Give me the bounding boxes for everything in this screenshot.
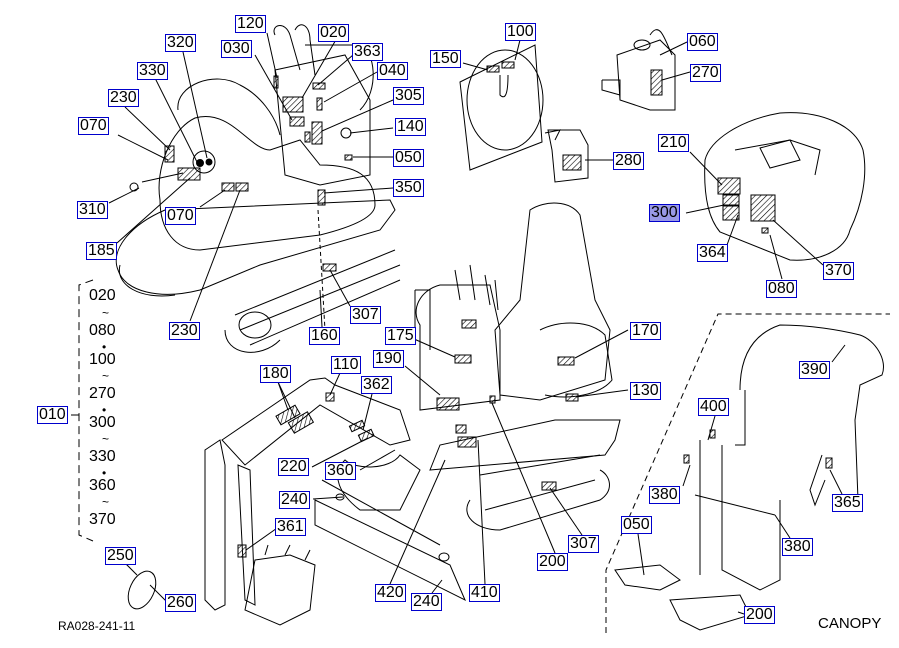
callout-370[interactable]: 370: [823, 262, 854, 280]
callout-160[interactable]: 160: [309, 327, 340, 345]
callout-050[interactable]: 050: [393, 149, 424, 167]
callout-410[interactable]: 410: [469, 584, 500, 602]
callout-270[interactable]: 270: [690, 64, 721, 82]
callout-420[interactable]: 420: [375, 584, 406, 602]
range-item: 270: [89, 385, 116, 402]
callout-361[interactable]: 361: [275, 518, 306, 536]
range-end: 370: [89, 511, 116, 528]
callout-320[interactable]: 320: [165, 34, 196, 52]
callout-080[interactable]: 080: [766, 280, 797, 298]
fan-shroud-part: [459, 39, 544, 171]
callout-380-lower[interactable]: 380: [782, 538, 813, 556]
callout-280[interactable]: 280: [613, 152, 644, 170]
callout-100[interactable]: 100: [505, 23, 536, 41]
range-item: 330: [89, 448, 116, 465]
drawing-code: RA028-241-11: [58, 619, 136, 633]
callout-120[interactable]: 120: [235, 15, 266, 33]
callout-360[interactable]: 360: [325, 462, 356, 480]
callout-300-selected[interactable]: 300: [649, 204, 680, 222]
callout-010-group[interactable]: 010: [37, 406, 68, 424]
callout-362[interactable]: 362: [361, 376, 392, 394]
callout-175[interactable]: 175: [385, 327, 416, 345]
callout-140[interactable]: 140: [395, 118, 426, 136]
callout-180[interactable]: 180: [260, 365, 291, 383]
callout-060[interactable]: 060: [687, 33, 718, 51]
callout-030[interactable]: 030: [221, 40, 252, 58]
canopy-frame: [614, 324, 884, 631]
bonnet-part: [685, 112, 866, 280]
range-separator: ~: [102, 432, 110, 446]
callout-364[interactable]: 364: [697, 244, 728, 262]
callout-020[interactable]: 020: [318, 24, 349, 42]
range-separator: ~: [102, 306, 110, 320]
callout-400[interactable]: 400: [698, 398, 729, 416]
range-item: 360: [89, 477, 116, 494]
callout-330[interactable]: 330: [137, 62, 168, 80]
range-item: 080: [89, 322, 116, 339]
range-item: 100: [89, 351, 116, 368]
callout-260[interactable]: 260: [165, 594, 196, 612]
callout-310[interactable]: 310: [77, 201, 108, 219]
group-bracket: [78, 279, 94, 542]
callout-210[interactable]: 210: [658, 134, 689, 152]
range-start: 020: [89, 287, 116, 304]
upper-excavator-body: [115, 24, 401, 353]
range-separator: •: [102, 340, 107, 354]
callout-380[interactable]: 380: [649, 486, 680, 504]
callout-110[interactable]: 110: [331, 356, 361, 374]
range-separator: •: [102, 466, 107, 480]
range-separator: ~: [102, 369, 110, 383]
leader-lines-lower: [71, 329, 629, 602]
callout-200[interactable]: 200: [537, 553, 568, 571]
range-item: 300: [89, 414, 116, 431]
callout-230-lower[interactable]: 230: [169, 322, 200, 340]
callout-200-canopy[interactable]: 200: [744, 606, 775, 624]
callout-070-lower[interactable]: 070: [165, 207, 196, 225]
range-separator: ~: [102, 495, 110, 509]
callout-130[interactable]: 130: [630, 382, 661, 400]
callout-250[interactable]: 250: [105, 547, 136, 565]
leader-lines: [108, 32, 394, 328]
canopy-section-border: [605, 313, 890, 633]
callout-305[interactable]: 305: [393, 87, 424, 105]
callout-240[interactable]: 240: [279, 491, 310, 509]
callout-363[interactable]: 363: [352, 43, 383, 61]
callout-170[interactable]: 170: [630, 322, 661, 340]
callout-220[interactable]: 220: [278, 458, 309, 476]
callout-350[interactable]: 350: [393, 179, 424, 197]
callout-050-canopy[interactable]: 050: [621, 516, 652, 534]
callout-230[interactable]: 230: [108, 89, 139, 107]
range-separator: •: [102, 403, 107, 417]
callout-240-lower[interactable]: 240: [411, 593, 442, 611]
reservoir-part: [601, 29, 691, 111]
callout-070[interactable]: 070: [78, 117, 109, 135]
callout-150[interactable]: 150: [430, 50, 461, 68]
switch-part: [544, 129, 613, 183]
callout-040[interactable]: 040: [377, 62, 408, 80]
callout-365[interactable]: 365: [832, 494, 863, 512]
callout-307[interactable]: 307: [350, 306, 381, 324]
callout-390[interactable]: 390: [799, 361, 830, 379]
lower-excavator-body: [314, 202, 621, 602]
canopy-section-label: CANOPY: [818, 615, 882, 632]
callout-307-lower[interactable]: 307: [568, 535, 599, 553]
callout-185[interactable]: 185: [86, 242, 117, 260]
callout-190[interactable]: 190: [373, 350, 404, 368]
